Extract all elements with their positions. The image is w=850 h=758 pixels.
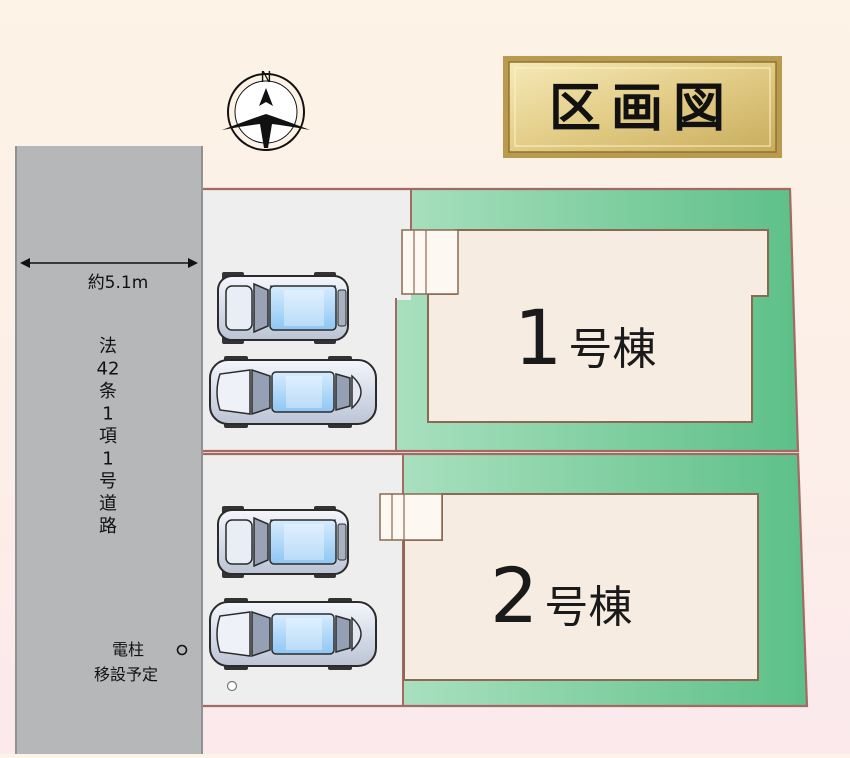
lot-2-border (203, 452, 809, 708)
car-compact-1 (217, 271, 349, 345)
compass-north-label: N (260, 68, 271, 86)
title-plaque: 区画図 (503, 56, 782, 158)
road-width-label: 約5.1m (88, 273, 149, 293)
car-sedan-2 (209, 597, 377, 671)
car-compact-2 (217, 505, 349, 579)
road-width-dimension: 約5.1m (20, 258, 198, 293)
lot-1-number: 1 (514, 293, 562, 382)
lot-1-suffix: 号棟 (568, 324, 656, 375)
road (16, 146, 202, 754)
parking-marker-icon (226, 680, 238, 692)
page-title: 区画図 (549, 79, 735, 139)
entrance-porch-1 (401, 229, 459, 295)
relocation-planned-label: 移設予定 (94, 665, 158, 684)
utility-pole-marker-icon (176, 644, 188, 656)
utility-pole-label: 電柱 (112, 640, 144, 659)
entrance-porch-2 (379, 493, 443, 541)
car-sedan-1 (209, 355, 377, 429)
lot-2-number: 2 (490, 551, 538, 640)
lot-2-suffix: 号棟 (544, 582, 632, 633)
utility-pole-note: 電柱 移設予定 (94, 640, 188, 684)
lot-1-border (203, 187, 800, 453)
compass-rose-icon: N (222, 68, 310, 151)
